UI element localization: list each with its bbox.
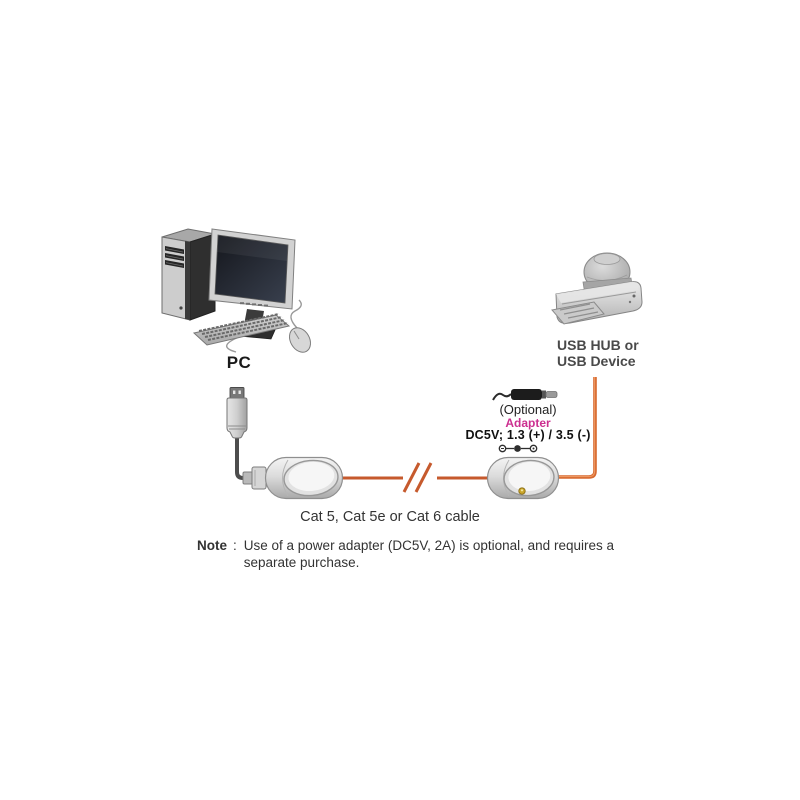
device-label-line2: USB Device xyxy=(557,353,636,369)
device-cable-highlight xyxy=(557,377,596,478)
pc-label: PC xyxy=(226,353,252,372)
usb-plug-icon xyxy=(226,387,248,439)
printer-illustration xyxy=(551,252,643,325)
adapter-label: Adapter xyxy=(505,416,551,430)
polarity-icon xyxy=(498,444,538,453)
cable-break-icon xyxy=(402,462,433,493)
dc-spec-label: DC5V; 1.3 (+) / 3.5 (-) xyxy=(465,428,591,442)
usb-connector-icon xyxy=(242,466,267,490)
extender-remote-icon xyxy=(486,456,560,500)
cable-label: Cat 5, Cat 5e or Cat 6 cable xyxy=(300,509,480,525)
keyboard xyxy=(192,313,291,346)
device-label-line1: USB HUB or xyxy=(557,337,639,353)
note-body: Use of a power adapter (DC5V, 2A) is opt… xyxy=(244,537,614,571)
pc-illustration xyxy=(161,228,311,353)
note-line: separate purchase. xyxy=(243,555,360,570)
note-label: Note xyxy=(197,538,227,553)
extender-local-icon xyxy=(264,456,344,500)
device-label: USB HUB or USB Device xyxy=(557,337,639,369)
note-colon: : xyxy=(233,538,237,553)
optional-label: (Optional) xyxy=(499,402,557,417)
note-line: Use of a power adapter (DC5V, 2A) is opt… xyxy=(243,538,614,553)
dc-plug-icon xyxy=(492,389,558,401)
note: Note : Use of a power adapter (DC5V, 2A)… xyxy=(197,537,614,571)
mouse xyxy=(289,299,311,353)
printer-tray xyxy=(551,301,605,325)
